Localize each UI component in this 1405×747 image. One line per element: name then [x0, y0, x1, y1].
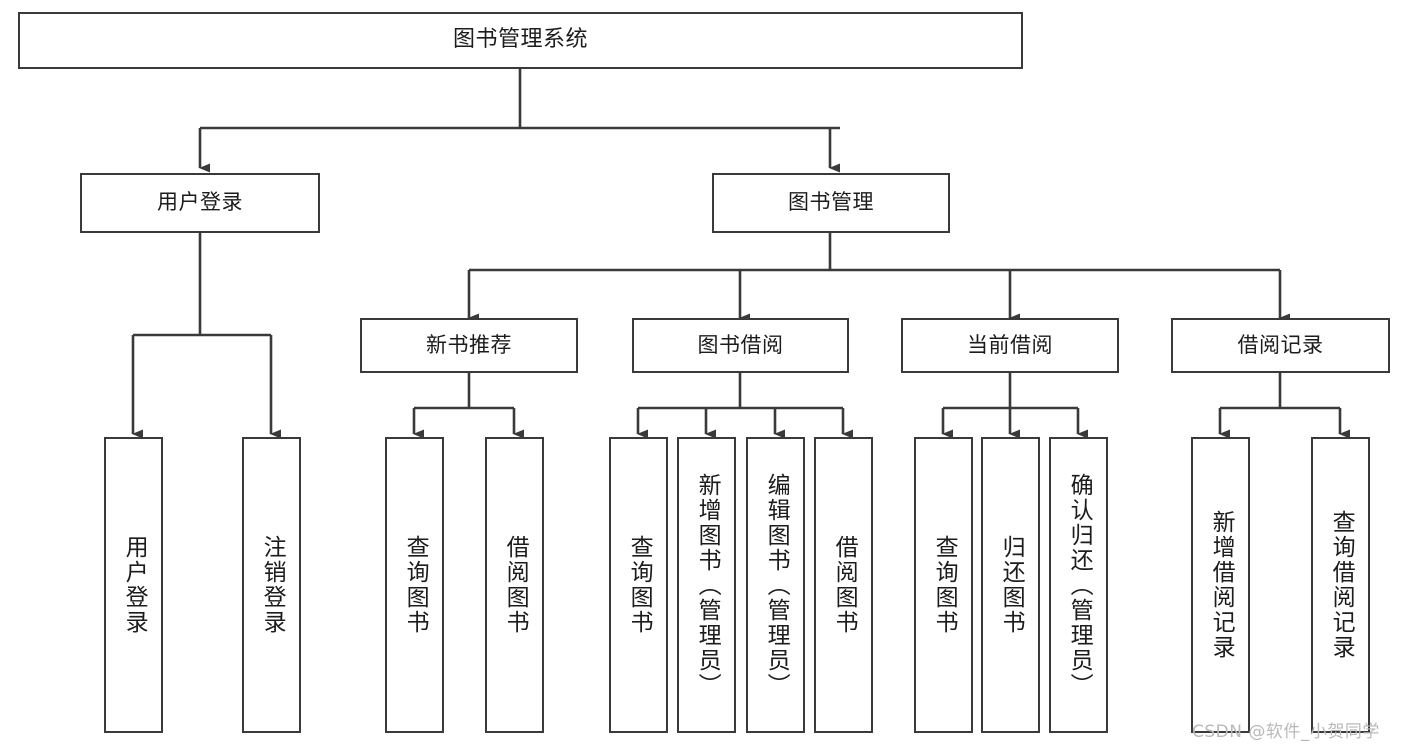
- node-label: 用户登录: [157, 190, 243, 215]
- leaf-query-borrow-record[interactable]: 查询借阅记录: [1311, 437, 1370, 733]
- node-label: 新增图书（管理员）: [694, 472, 721, 698]
- node-borrow-record[interactable]: 借阅记录: [1171, 318, 1390, 373]
- leaf-query-book-current[interactable]: 查询图书: [914, 437, 973, 733]
- leaf-query-book-recommend[interactable]: 查询图书: [385, 437, 444, 733]
- leaf-query-book[interactable]: 查询图书: [609, 437, 668, 733]
- leaf-edit-book-admin[interactable]: 编辑图书（管理员）: [746, 437, 805, 733]
- node-book-borrow[interactable]: 图书借阅: [632, 318, 849, 373]
- node-current-borrow[interactable]: 当前借阅: [901, 318, 1119, 373]
- node-user-login[interactable]: 用户登录: [80, 173, 320, 233]
- node-label: 图书借阅: [697, 332, 784, 357]
- node-book-management[interactable]: 图书管理: [712, 173, 950, 233]
- node-label: 查询图书: [626, 535, 653, 635]
- node-label: 编辑图书（管理员）: [763, 472, 790, 698]
- node-label: 借阅记录: [1237, 332, 1324, 357]
- leaf-add-book-admin[interactable]: 新增图书（管理员）: [677, 437, 736, 733]
- node-label: 借阅图书: [831, 535, 858, 635]
- node-new-book-recommend[interactable]: 新书推荐: [360, 318, 578, 373]
- csdn-watermark: CSDN @软件_小贺同学: [1192, 722, 1380, 742]
- leaf-return-book[interactable]: 归还图书: [981, 437, 1040, 733]
- node-label: 用户登录: [121, 535, 148, 635]
- leaf-borrow-book[interactable]: 借阅图书: [814, 437, 873, 733]
- node-root-system[interactable]: 图书管理系统: [18, 12, 1023, 69]
- node-label: 确认归还（管理员）: [1066, 472, 1093, 698]
- node-label: 查询图书: [931, 535, 958, 635]
- node-label: 借阅图书: [502, 535, 529, 635]
- node-label: 新增借阅记录: [1208, 510, 1235, 660]
- node-label: 新书推荐: [426, 332, 512, 357]
- node-label: 当前借阅: [967, 332, 1053, 357]
- leaf-add-borrow-record[interactable]: 新增借阅记录: [1191, 437, 1250, 733]
- node-label: 注销登录: [259, 535, 286, 635]
- leaf-borrow-book-recommend[interactable]: 借阅图书: [485, 437, 544, 733]
- node-label: 图书管理系统: [452, 27, 588, 53]
- node-label: 图书管理: [788, 190, 874, 215]
- node-label: 归还图书: [998, 535, 1025, 635]
- leaf-logout[interactable]: 注销登录: [242, 437, 301, 733]
- node-label: 查询图书: [402, 535, 429, 635]
- leaf-confirm-return-admin[interactable]: 确认归还（管理员）: [1049, 437, 1108, 733]
- leaf-user-login[interactable]: 用户登录: [104, 437, 163, 733]
- node-label: 查询借阅记录: [1328, 510, 1355, 660]
